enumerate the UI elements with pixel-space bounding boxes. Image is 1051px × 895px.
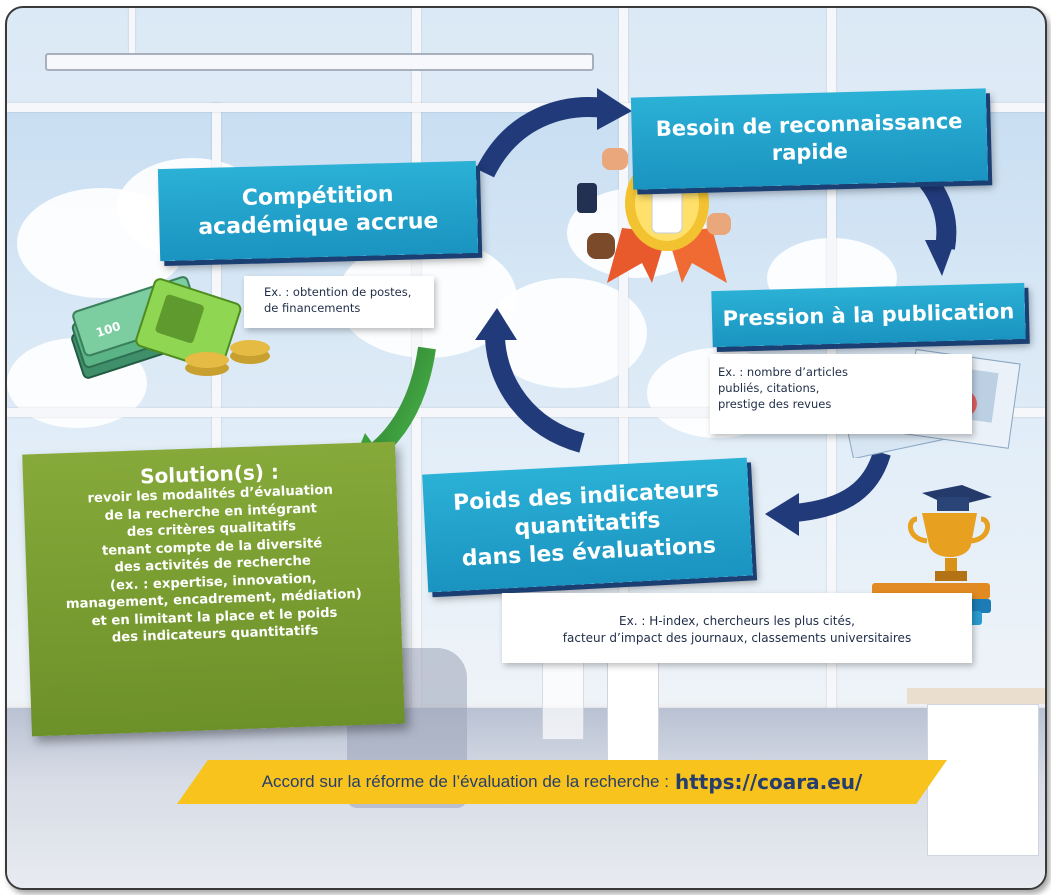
coara-banner: Accord sur la réforme de l’évaluation de…: [177, 760, 947, 804]
arrow-indicators-to-competition: [475, 308, 585, 453]
window-frame: [129, 8, 135, 53]
infographic-frame: 100 ?: [5, 6, 1047, 890]
window-frame: [619, 8, 628, 713]
desk: [907, 688, 1045, 704]
money-illustration: 100: [71, 276, 270, 379]
banner-text: Accord sur la réforme de l’évaluation de…: [261, 772, 669, 791]
example-indicators-line1: Ex. : H-index, chercheurs les plus cités…: [619, 614, 855, 628]
example-competition-line1: Ex. : obtention de postes,: [264, 285, 412, 299]
arrow-competition-to-recognition: [476, 88, 632, 178]
example-competition: Ex. : obtention de postes, de financemen…: [244, 276, 434, 328]
node-competition-line2: académique accrue: [197, 208, 439, 241]
arrow-publication-to-indicators: [765, 450, 891, 536]
example-indicators-line2: facteur d’impact des journaux, classemen…: [562, 630, 912, 645]
node-publication-line1: Pression à la publication: [722, 298, 1015, 331]
cabinet: [927, 704, 1039, 856]
node-indicators: Poids des indicateurs quantitatifs dans …: [422, 457, 753, 593]
example-publication-line3: prestige des revues: [718, 397, 832, 412]
example-indicators: Ex. : H-index, chercheurs les plus cités…: [502, 593, 972, 663]
example-publication-line1: Ex. : nombre d’articles: [718, 365, 848, 379]
example-publication-line2: publiés, citations,: [718, 381, 820, 396]
example-publication: Ex. : nombre d’articles publiés, citatio…: [710, 354, 972, 434]
coara-link[interactable]: https://coara.eu/: [674, 770, 863, 794]
node-publication: Pression à la publication: [711, 282, 1026, 348]
node-competition: Compétition académique accrue: [157, 160, 479, 262]
ceiling-light: [45, 53, 594, 71]
node-recognition: Besoin de reconnaissance rapide: [630, 88, 989, 190]
example-competition-line2: de financements: [264, 301, 361, 316]
window-frame: [7, 103, 1045, 112]
solution-box: Solution(s) : revoir les modalités d’éva…: [22, 441, 405, 737]
